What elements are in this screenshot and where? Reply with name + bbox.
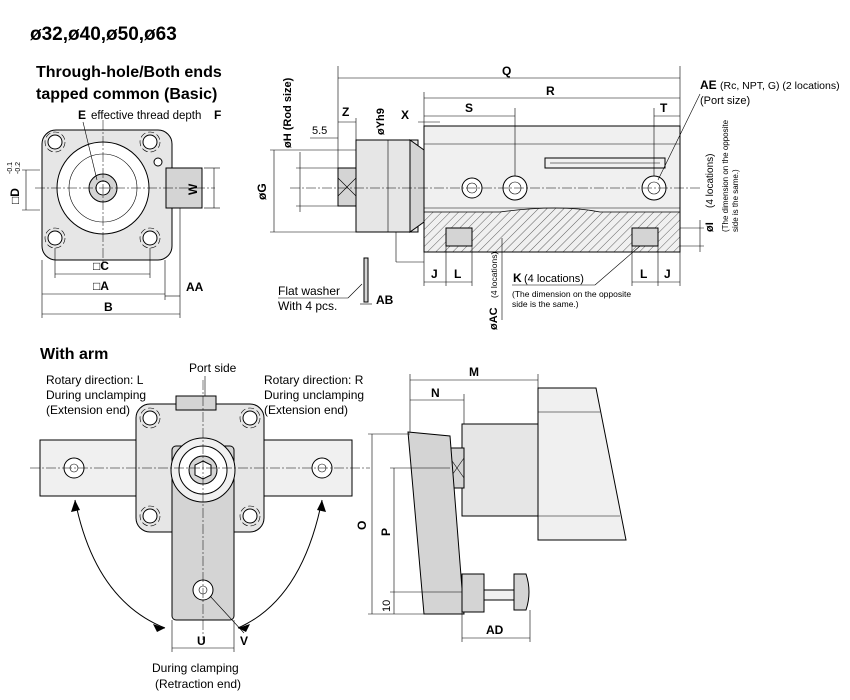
dim-ac-note: (4 locations) <box>489 252 499 298</box>
arm-heading: With arm <box>40 346 108 363</box>
clamp-bolt <box>461 573 485 613</box>
rot-l-line1: Rotary direction: L <box>46 373 144 387</box>
dim-a: □A <box>93 279 109 293</box>
rod-collar <box>409 139 425 233</box>
thread-label-e: E <box>78 108 86 122</box>
dim-aa: AA <box>186 280 204 294</box>
dim-10: 10 <box>381 600 393 612</box>
flat-washer <box>363 257 369 303</box>
arm-front-view: With arm Rotary direction: L During uncl… <box>30 346 370 691</box>
dim-g: øG <box>255 183 269 200</box>
dim-i-sub1: (The dimension on the opposite <box>721 119 730 232</box>
corner-holes <box>44 131 163 249</box>
dim-d-tol-upper: -0.1 <box>7 162 14 174</box>
rotation-arc-right <box>237 499 323 629</box>
dim-q: Q <box>502 64 511 78</box>
dim-d-tol-lower: -0.2 <box>15 162 22 174</box>
basic-heading-line2: tapped common (Basic) <box>36 86 217 103</box>
dim-i-sub2: side is the same.) <box>731 169 740 232</box>
dim-yh9: øYh9 <box>375 108 387 135</box>
bore-size-title: ø32,ø40,ø50,ø63 <box>30 24 177 45</box>
thread-label-f: F <box>214 108 221 122</box>
bolt-shaft <box>483 589 515 601</box>
flat-washer-line1: Flat washer <box>278 284 340 298</box>
dim-ab: AB <box>376 293 394 307</box>
dim-l-left: L <box>454 267 461 281</box>
rod-head <box>355 139 419 233</box>
dim-p: P <box>379 528 393 536</box>
bolt-head <box>513 573 530 611</box>
dim-v: V <box>240 634 248 648</box>
dim-d: □D <box>8 188 22 204</box>
dim-m: M <box>469 365 479 379</box>
clamp-line2: (Retraction end) <box>155 677 241 691</box>
dim-o: O <box>355 521 369 530</box>
port-boss <box>175 395 217 411</box>
rot-r-line2: During unclamping <box>264 388 364 402</box>
arm-side-view: M N O P 10 AD <box>355 365 627 642</box>
dim-j-left: J <box>431 267 438 281</box>
dim-k-sub2: side is the same.) <box>512 299 579 309</box>
dim-s: S <box>465 101 473 115</box>
dim-k-sub1: (The dimension on the opposite <box>512 289 631 299</box>
dim-r: R <box>546 84 555 98</box>
dim-b: B <box>104 300 113 314</box>
rot-r-line1: Rotary direction: R <box>264 373 364 387</box>
arm-cylinder-head <box>461 423 539 517</box>
rot-l-line3: (Extension end) <box>46 403 130 417</box>
dim-k-note: (4 locations) <box>524 273 584 285</box>
dim-c: □C <box>93 259 109 273</box>
basic-heading-line1: Through-hole/Both ends <box>36 64 222 81</box>
clamp-line1: During clamping <box>152 661 239 675</box>
dim-w: W <box>186 183 200 195</box>
rotation-arc-left <box>74 499 166 629</box>
basic-side-view: Q R S T Z X 5.5 øH (Rod size) øYh9 øG <box>255 64 840 330</box>
arm-plate <box>407 431 465 615</box>
dim-z: Z <box>342 105 349 119</box>
port-side-label: Port side <box>189 361 237 375</box>
basic-end-view: Through-hole/Both ends tapped common (Ba… <box>7 64 222 318</box>
dim-i: øI <box>704 222 716 232</box>
dim-u: U <box>197 634 206 648</box>
flange-right <box>631 227 659 247</box>
dim-h: øH (Rod size) <box>282 77 294 148</box>
arm-corner-holes <box>139 407 261 527</box>
dim-x: X <box>401 108 409 122</box>
flat-washer-line2: With 4 pcs. <box>278 299 337 313</box>
dim-n: N <box>431 386 440 400</box>
dim-5-5: 5.5 <box>312 125 327 137</box>
flange-left <box>445 227 473 247</box>
dim-ac: øAC <box>488 307 500 330</box>
dim-j-right: J <box>664 267 671 281</box>
dim-ae-note: (Rc, NPT, G) (2 locations) <box>720 80 840 92</box>
dim-ae-port: (Port size) <box>700 95 750 107</box>
rot-r-line3: (Extension end) <box>264 403 348 417</box>
dim-l-right: L <box>640 267 647 281</box>
cut-section <box>423 207 681 253</box>
dim-ad: AD <box>486 623 504 637</box>
dim-ae: AE <box>700 78 717 92</box>
rot-l-line2: During unclamping <box>46 388 146 402</box>
arm-cylinder-body <box>537 387 627 541</box>
dim-t: T <box>660 101 668 115</box>
dim-k: K <box>513 271 522 285</box>
dim-i-note: (4 locations) <box>705 154 716 208</box>
thread-label-text: effective thread depth <box>91 110 201 122</box>
